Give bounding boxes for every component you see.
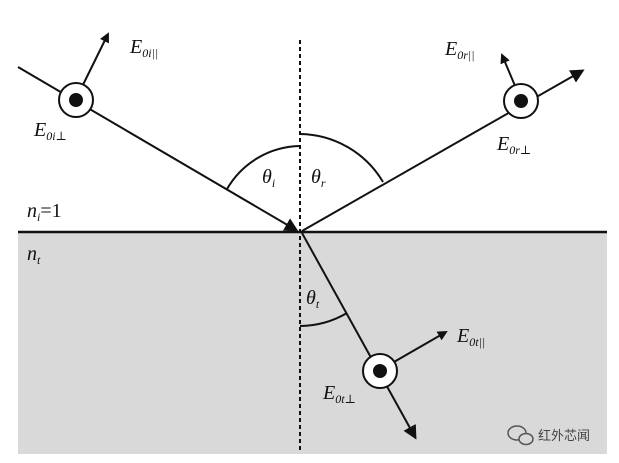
label-theta-incident: θi [262,166,275,190]
theta-r-arc [299,133,384,183]
e-transmitted-perp-dot [373,364,387,378]
label-e-incident-parallel: E0i|| [129,36,158,60]
wechat-icon [507,425,534,446]
label-e-reflected-parallel: E0r|| [444,38,475,62]
label-n-transmitted: nt [27,243,41,267]
theta-i-arc [226,145,301,190]
label-e-reflected-perp: E0r⊥ [496,133,531,157]
e-incident-perp-dot [69,93,83,107]
label-n-incident: ni=1 [27,200,62,224]
reflected-ray [301,69,585,232]
label-e-incident-perp: E0i⊥ [33,119,67,143]
theta-t-arc [299,312,348,327]
label-theta-transmitted: θt [306,287,320,311]
transmitted-ray [301,232,417,440]
e-reflected-perp-dot [514,94,528,108]
label-e-transmitted-parallel: E0t|| [456,325,485,349]
transmission-medium [18,232,607,454]
watermark-text: 红外芯闻 [538,428,590,444]
label-theta-reflected: θr [311,166,326,190]
label-e-transmitted-perp: E0t⊥ [322,382,356,406]
